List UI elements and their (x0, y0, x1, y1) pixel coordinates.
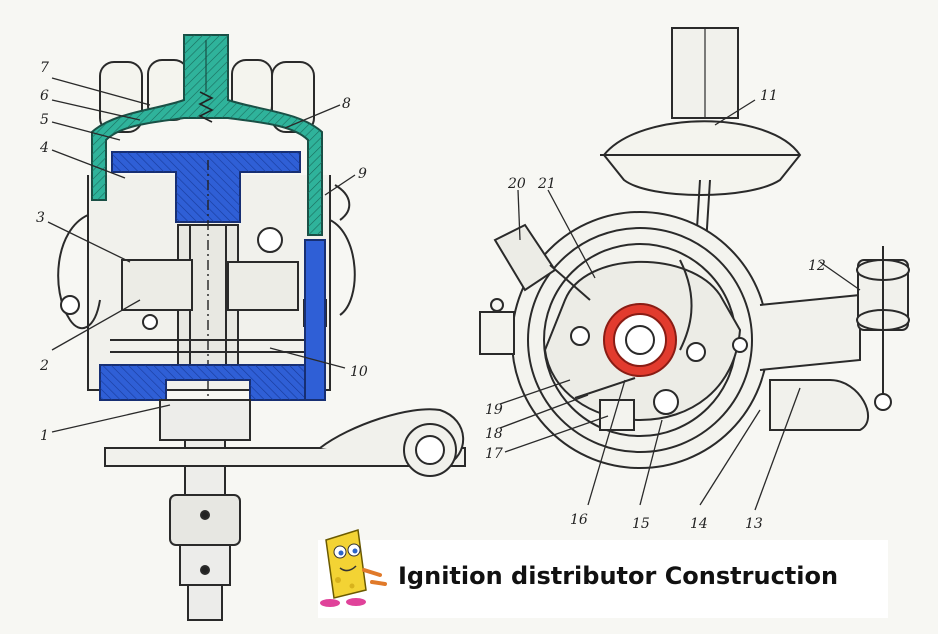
label-6: 6 (40, 88, 49, 104)
label-15: 15 (632, 516, 650, 532)
label-13: 13 (745, 516, 763, 532)
label-17: 17 (485, 446, 503, 462)
label-21: 21 (537, 176, 556, 192)
label-19: 19 (485, 402, 503, 418)
label-10: 10 (350, 364, 368, 380)
label-4: 4 (39, 140, 49, 156)
sectional-view (47, 34, 466, 621)
top-view (479, 27, 910, 511)
label-2: 2 (39, 358, 49, 374)
label-1: 1 (40, 428, 49, 444)
label-12: 12 (808, 258, 826, 274)
label-9: 9 (358, 166, 367, 182)
label-16: 16 (570, 512, 588, 528)
label-3: 3 (36, 210, 45, 226)
label-14: 14 (690, 516, 708, 532)
caption-panel (318, 540, 888, 618)
label-8: 8 (342, 96, 351, 112)
label-20: 20 (507, 176, 526, 192)
label-5: 5 (40, 112, 49, 128)
caption-title: Ignition distributor Construction (398, 562, 838, 590)
part-labels: 7 6 5 4 3 2 1 8 9 10 11 12 13 14 15 16 1… (36, 60, 826, 532)
label-18: 18 (485, 426, 503, 442)
label-7: 7 (40, 60, 49, 76)
vacuum-diaphragm (602, 120, 802, 196)
mascot-icon (320, 529, 387, 607)
label-11: 11 (760, 88, 778, 104)
